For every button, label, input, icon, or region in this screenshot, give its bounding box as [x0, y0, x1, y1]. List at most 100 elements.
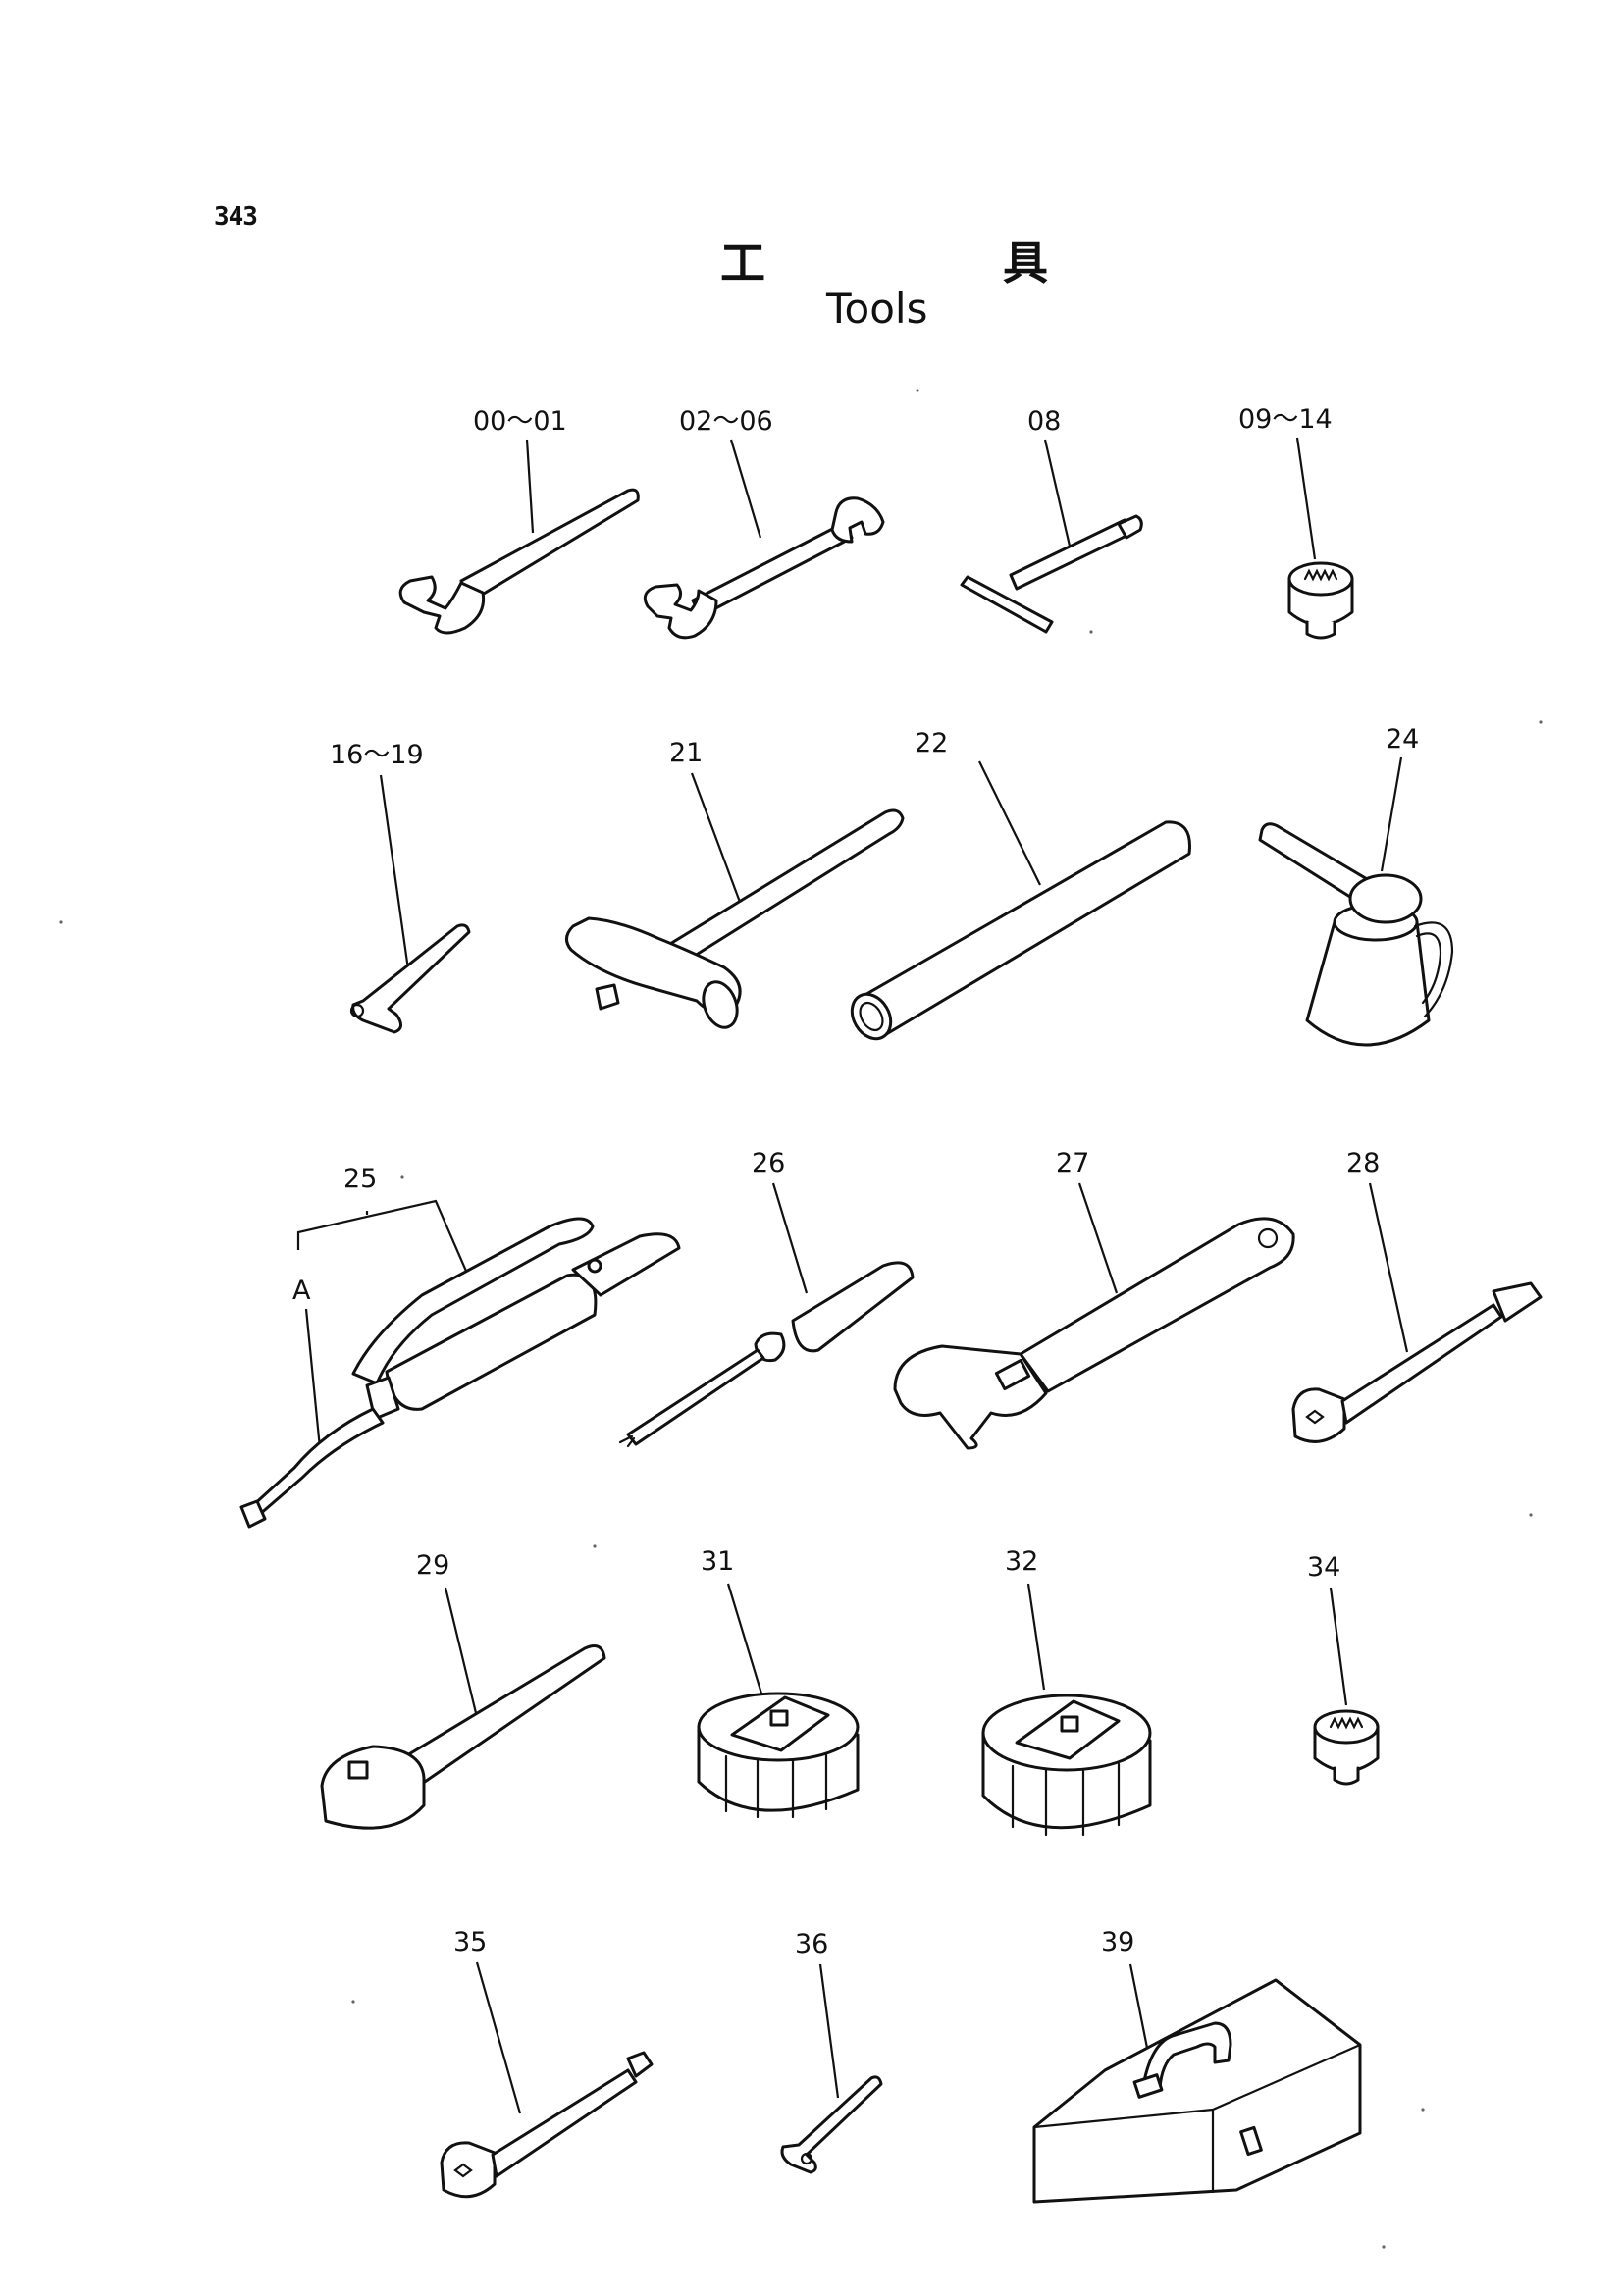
leader-line — [818, 1963, 840, 2099]
grease-gun-nipple — [587, 1258, 602, 1274]
hammer-wedge — [595, 983, 620, 1011]
hex-key-body — [351, 923, 471, 1034]
extension-bar-square — [1305, 1409, 1325, 1425]
scan-speck — [593, 1544, 597, 1548]
scan-speck — [1421, 2108, 1425, 2112]
socket-drive — [1305, 620, 1336, 640]
ratchet-drive — [347, 1760, 369, 1780]
leader-line — [444, 1587, 479, 1718]
callout-16-19: 16～19 — [330, 740, 424, 770]
oil-can-funnel — [1348, 873, 1423, 924]
wrench-jaw — [398, 575, 486, 635]
filter-cap-square — [769, 1709, 789, 1727]
title-japanese-right: 具 — [1003, 236, 1048, 289]
scan-speck — [1382, 2245, 1386, 2249]
leader-line — [1368, 1182, 1409, 1353]
t-wrench-socket-end — [1117, 514, 1143, 540]
callout-A: A — [292, 1276, 311, 1306]
t-socket-wrench-icon: 08 — [960, 406, 1143, 634]
scan-speck — [1539, 720, 1543, 724]
adjustable-wrench-handle — [1019, 1217, 1295, 1393]
leader-line — [729, 439, 762, 539]
adjustable-wrench-worm — [994, 1358, 1031, 1391]
grease-gun-head — [571, 1232, 681, 1297]
extension-bar-short-icon: 35 — [440, 1927, 654, 2199]
leader-line — [1077, 1182, 1119, 1294]
filter-wrench-cap-icon: 31 — [697, 1546, 860, 1819]
ratchet-head — [320, 1745, 426, 1830]
hex-key-icon: 16～19 — [330, 740, 471, 1034]
leader-bracket — [296, 1199, 477, 1292]
leader-line — [379, 774, 410, 970]
l-hex-key-body — [780, 2075, 883, 2174]
callout-24: 24 — [1386, 724, 1419, 755]
leader-line — [475, 1961, 522, 2114]
grease-gun-icon: 25 A — [239, 1164, 681, 1529]
callout-28: 28 — [1346, 1148, 1380, 1178]
leader-line — [1026, 1583, 1046, 1691]
callout-36: 36 — [795, 1929, 828, 1959]
pipe-body — [860, 820, 1191, 1038]
filter-cap-flutes — [1011, 1762, 1121, 1837]
adjustable-wrench-jaw — [893, 1344, 1048, 1450]
socket-teeth — [1329, 1716, 1364, 1730]
extension-bar-square — [453, 2163, 473, 2178]
pipe-bar-icon: 22 — [850, 728, 1191, 1041]
filter-wrench-cap-large-icon: 32 — [981, 1546, 1152, 1837]
callout-31: 31 — [701, 1546, 734, 1577]
leader-line — [771, 1182, 809, 1294]
socket-drive — [1333, 1766, 1360, 1786]
leader-line — [726, 1583, 763, 1694]
toolbox-handle-clip — [1132, 2073, 1164, 2099]
adjustable-wrench-hole — [1257, 1227, 1279, 1249]
l-hex-key-icon: 36 — [780, 1929, 883, 2174]
callout-29: 29 — [416, 1550, 449, 1581]
t-wrench-shaft — [1009, 518, 1132, 591]
pipe-bore — [859, 1001, 884, 1032]
oil-can-body — [1305, 920, 1431, 1047]
scan-speck — [916, 389, 919, 392]
toolbox-icon: 39 — [1032, 1927, 1362, 2204]
ratchet-handle-bar — [400, 1644, 606, 1786]
oil-can-handle — [1413, 921, 1454, 1018]
toolbox-lid-crease — [1103, 1978, 1278, 2194]
callout-32: 32 — [1005, 1546, 1038, 1577]
toolbox-body — [1032, 1978, 1362, 2204]
filter-cap-square — [1060, 1715, 1079, 1733]
scan-speck — [351, 2000, 355, 2004]
extension-bar-shaft — [491, 2068, 638, 2178]
t-wrench-crossbar — [960, 575, 1054, 634]
leader-line — [1043, 439, 1074, 555]
oil-can-handle-inner — [1415, 932, 1442, 1005]
socket-teeth — [1303, 568, 1338, 582]
single-open-end-wrench-icon: 00～01 — [398, 406, 640, 635]
title-english: Tools — [826, 285, 928, 333]
callout-35: 35 — [453, 1927, 487, 1957]
grease-gun-lever — [351, 1217, 595, 1385]
wrench-jaw-left — [643, 583, 718, 640]
leader-line — [1295, 437, 1317, 560]
scan-speck — [1089, 630, 1093, 634]
toolbox-handle — [1140, 2021, 1232, 2094]
wrench-jaw-right — [830, 496, 885, 544]
l-hex-key-end — [800, 2152, 813, 2165]
wrench-handle — [459, 488, 640, 602]
callout-22: 22 — [915, 728, 948, 758]
screwdriver-icon: 26 — [618, 1148, 915, 1448]
callout-02-06: 02～06 — [679, 406, 773, 437]
callout-26: 26 — [752, 1148, 785, 1178]
hammer-face — [702, 980, 739, 1029]
leader-line — [978, 760, 1041, 886]
screwdriver-tip — [618, 1434, 636, 1448]
extension-bar-socket — [440, 2141, 497, 2199]
callout-25: 25 — [343, 1164, 377, 1194]
callout-34: 34 — [1307, 1552, 1340, 1583]
scan-speck — [400, 1175, 404, 1179]
callout-39: 39 — [1101, 1927, 1134, 1957]
double-open-end-wrench-icon: 02～06 — [643, 406, 885, 640]
callout-21: 21 — [669, 738, 703, 768]
filter-cap-flutes — [724, 1752, 828, 1819]
leader-line — [525, 439, 535, 534]
scan-speck — [1529, 1513, 1533, 1517]
